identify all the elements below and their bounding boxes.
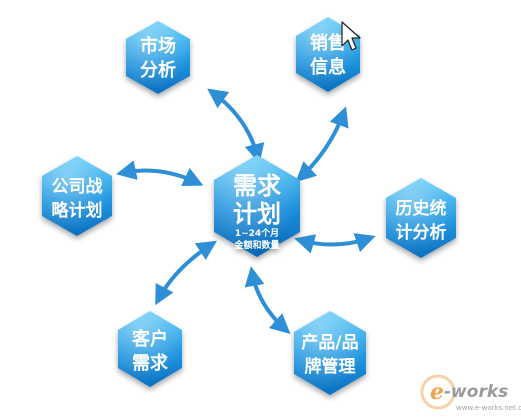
arrow-product-center	[244, 266, 291, 334]
center-title-line1: 需求	[233, 172, 281, 200]
hexagon-center-shine	[214, 155, 300, 257]
hexagon-customer-shine	[118, 311, 182, 387]
node-market-line1: 市场	[140, 35, 176, 57]
node-strategy-line1: 公司战	[52, 177, 103, 197]
hexagon-sales-shine	[296, 17, 360, 92]
node-market-analysis: 市场 分析	[126, 21, 190, 94]
node-product-line1: 产品/品	[301, 332, 358, 353]
node-history-statistics: 历史统 计分析	[386, 178, 456, 258]
arrow-sales-center	[295, 106, 349, 183]
hexagon-market-shine	[126, 21, 190, 94]
watermark-logo-swirl-icon	[420, 374, 456, 410]
node-product-line2: 牌管理	[305, 356, 356, 377]
arrow-strategy-center	[116, 160, 204, 187]
node-company-strategy: 公司战 略计划	[42, 156, 112, 236]
hexagon-history-shine	[386, 178, 456, 258]
watermark-brand: -works	[444, 382, 508, 402]
node-strategy-line2: 略计划	[52, 200, 103, 221]
watermark-domain: www.e-works.net.cn	[456, 404, 521, 412]
center-sub-line2: 金额和数量	[233, 239, 279, 251]
center-title-line2: 计划	[233, 200, 281, 228]
node-customer-line1: 客户	[132, 328, 168, 350]
watermark: e -works www.e-works.net.cn	[420, 374, 521, 412]
node-market-line2: 分析	[140, 59, 176, 81]
center-sub-line1: 1~24个月	[235, 227, 279, 239]
mouse-cursor-icon	[341, 21, 361, 51]
hexagon-strategy-shine	[42, 156, 112, 236]
hexagon-product-shine	[294, 311, 366, 395]
node-sales-info: 销售 信息	[296, 17, 360, 92]
node-product-brand: 产品/品 牌管理	[294, 311, 366, 395]
arrow-history-center	[294, 233, 376, 254]
connectors	[116, 88, 376, 334]
node-history-line1: 历史统	[396, 198, 447, 219]
arrow-customer-center	[155, 240, 218, 306]
node-customer-demand: 客户 需求	[118, 311, 182, 387]
node-history-line2: 计分析	[396, 222, 447, 243]
arrow-market-center	[207, 88, 265, 164]
watermark-prefix: e	[430, 379, 444, 405]
node-sales-line2: 信息	[310, 56, 346, 78]
node-sales-line1: 销售	[310, 32, 346, 54]
node-demand-plan: 需求 计划 1~24个月 金额和数量	[214, 155, 300, 257]
node-customer-line2: 需求	[132, 352, 169, 374]
